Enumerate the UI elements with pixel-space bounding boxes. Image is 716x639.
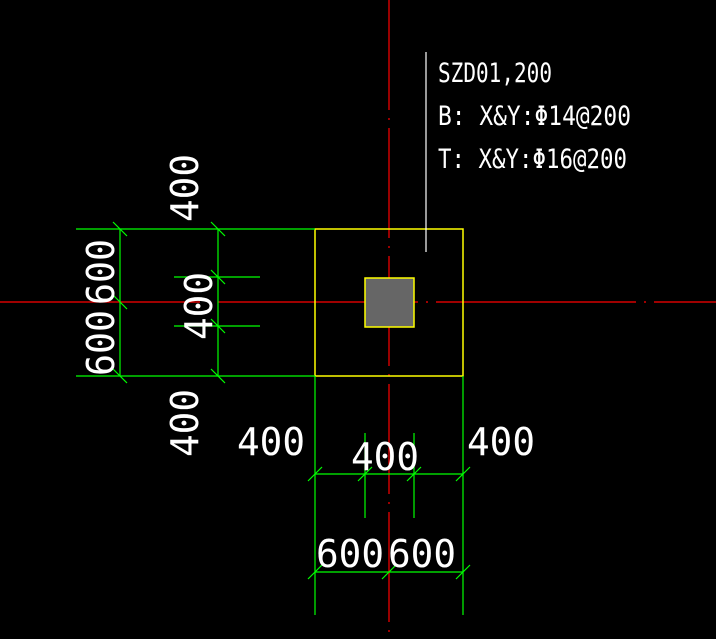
tick — [112, 221, 128, 237]
tick — [307, 466, 323, 482]
dim-bottom-right-outer: 400 — [467, 420, 535, 464]
label-bottom-reinforcement: B: X&Y:Φ14@200 — [438, 101, 631, 132]
dim-left-lower-outer: 400 — [163, 389, 207, 457]
tick — [210, 221, 226, 237]
dim-left-upper-outer: 400 — [163, 154, 207, 222]
tick — [112, 294, 128, 310]
tick — [406, 466, 422, 482]
dim-left-total-lower: 600 — [79, 310, 123, 376]
column — [364, 277, 415, 328]
dim-left-middle: 400 — [177, 272, 221, 340]
dim-bottom-left-outer: 400 — [237, 420, 305, 464]
tick — [455, 564, 471, 580]
tick — [307, 564, 323, 580]
tick — [210, 318, 226, 334]
left-dimensions — [76, 221, 315, 384]
footing-outline — [314, 228, 464, 377]
label-id: SZD01,200 — [438, 58, 552, 89]
bottom-dimensions — [307, 376, 471, 615]
dim-bottom-middle: 400 — [351, 435, 419, 479]
tick — [455, 466, 471, 482]
tick — [112, 368, 128, 384]
dim-bottom-total-left: 600 — [316, 532, 384, 576]
tick — [381, 564, 397, 580]
tick — [210, 368, 226, 384]
dim-left-total-upper: 600 — [79, 239, 123, 305]
label-top-reinforcement: T: X&Y:Φ16@200 — [438, 144, 627, 175]
tick — [357, 466, 373, 482]
dim-bottom-total-right: 600 — [388, 532, 456, 576]
tick — [210, 269, 226, 285]
